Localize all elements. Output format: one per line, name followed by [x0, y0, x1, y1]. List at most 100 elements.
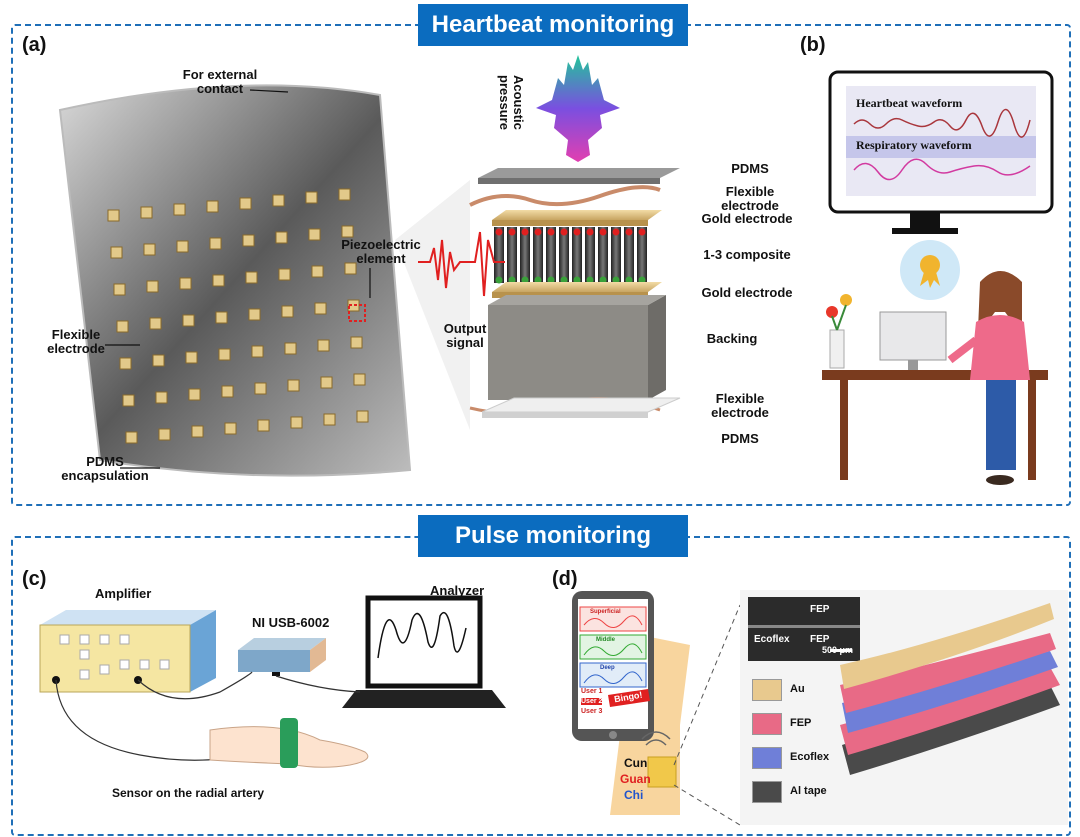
heartbeat-waveform-label: Heartbeat waveform: [856, 96, 963, 110]
sem-fep: FEP: [810, 634, 830, 645]
layer-pdms-bottom: PDMS: [721, 431, 759, 446]
wrist-guan: Guan: [620, 772, 651, 786]
negative-charge: [586, 276, 594, 284]
piezo-element: [311, 265, 324, 278]
piezo-element: [272, 194, 285, 207]
piezo-element: [113, 283, 126, 296]
legend-label: FEP: [790, 717, 812, 729]
composite-pillar: [624, 227, 634, 283]
piezo-element: [344, 262, 357, 275]
sem-fep-top: FEP: [810, 604, 830, 615]
piezo-element-grid: [107, 188, 369, 444]
negative-charge: [612, 276, 620, 284]
negative-charge: [560, 276, 568, 284]
piezo-element: [305, 191, 318, 204]
piezo-element: [188, 388, 201, 401]
panel-label-c: (c): [22, 568, 47, 590]
amplifier-button: [79, 649, 90, 660]
positive-charge: [534, 228, 542, 236]
wrist-cun: Cun: [624, 756, 648, 770]
layer-composite: 1-3 composite: [703, 247, 791, 262]
analyzer-label: Analyzer: [430, 583, 485, 598]
positive-charge: [638, 228, 646, 236]
piezo-element: [119, 357, 132, 370]
negative-charge: [573, 276, 581, 284]
piezo-element: [146, 280, 159, 293]
composite-pillar: [494, 227, 504, 283]
composite-pillar: [598, 227, 608, 283]
amplifier-button: [159, 659, 170, 670]
amplifier-button: [139, 659, 150, 670]
panel-label-d: (d): [552, 568, 578, 590]
radial-artery-sensor: [280, 718, 298, 768]
negative-charge: [547, 276, 555, 284]
panel-a-illustration: [58, 55, 681, 477]
negative-charge: [638, 276, 646, 284]
sem-ecoflex: Ecoflex: [754, 634, 790, 645]
amplifier-button: [99, 634, 110, 645]
composite-pillar: [572, 227, 582, 283]
piezo-element: [179, 277, 192, 290]
amplifier-button: [59, 634, 70, 645]
piezo-element: [320, 376, 333, 389]
panel-label-a: (a): [22, 34, 47, 56]
legend-swatch: [752, 679, 782, 701]
laptop-screen: [365, 595, 483, 689]
piezo-element: [185, 351, 198, 364]
piezo-element: [110, 246, 123, 259]
piezo-element: [284, 342, 297, 355]
piezo-element: [314, 302, 327, 315]
positive-charge: [625, 228, 633, 236]
sem-scale: 500 μm: [822, 645, 854, 655]
piezo-element: [287, 379, 300, 392]
sensor-label: Sensor on the radial artery: [112, 786, 265, 800]
legend-swatch: [752, 781, 782, 803]
composite-pillar: [585, 227, 595, 283]
composite-pillar: [520, 227, 530, 283]
amplifier-button: [79, 669, 90, 680]
piezo-element: [155, 391, 168, 404]
positive-charge: [521, 228, 529, 236]
phone-user-1: User 1: [581, 688, 603, 695]
piezo-element: [245, 271, 258, 284]
piezo-element: [317, 339, 330, 352]
phone-row-deep: Deep: [600, 665, 615, 671]
layer-pdms-top: PDMS: [731, 161, 769, 176]
amplifier-button: [79, 634, 90, 645]
piezo-element: [350, 336, 363, 349]
negative-charge: [599, 276, 607, 284]
positive-charge: [573, 228, 581, 236]
heartbeat-banner: Heartbeat monitoring: [418, 4, 688, 46]
piezo-element: [152, 354, 165, 367]
legend-label: Ecoflex: [790, 751, 830, 763]
negative-charge: [495, 276, 503, 284]
piezo-element: [107, 209, 120, 222]
piezo-element: [206, 200, 219, 213]
piezo-element: [248, 308, 261, 321]
piezo-element: [140, 206, 153, 219]
piezo-element: [278, 268, 291, 281]
piezo-element: [218, 348, 231, 361]
composite-pillar: [507, 227, 517, 283]
negative-charge: [625, 276, 633, 284]
legend-swatch: [752, 713, 782, 735]
legend-label: Au: [790, 683, 805, 695]
negative-charge: [508, 276, 516, 284]
negative-charge: [521, 276, 529, 284]
composite-pillar: [637, 227, 647, 283]
piezo-element: [242, 234, 255, 247]
piezo-element: [212, 274, 225, 287]
acoustic-pressure-wave: [536, 55, 620, 162]
panel-c-illustration: [39, 595, 506, 768]
composite-pillar: [611, 227, 621, 283]
negative-charge: [534, 276, 542, 284]
piezo-element: [281, 305, 294, 318]
highlighted-element: [348, 304, 366, 322]
piezo-element: [215, 311, 228, 324]
piezo-element: [209, 237, 222, 250]
panel-d-illustration: [572, 590, 1068, 826]
piezo-element: [257, 419, 270, 432]
piezo-element: [224, 422, 237, 435]
